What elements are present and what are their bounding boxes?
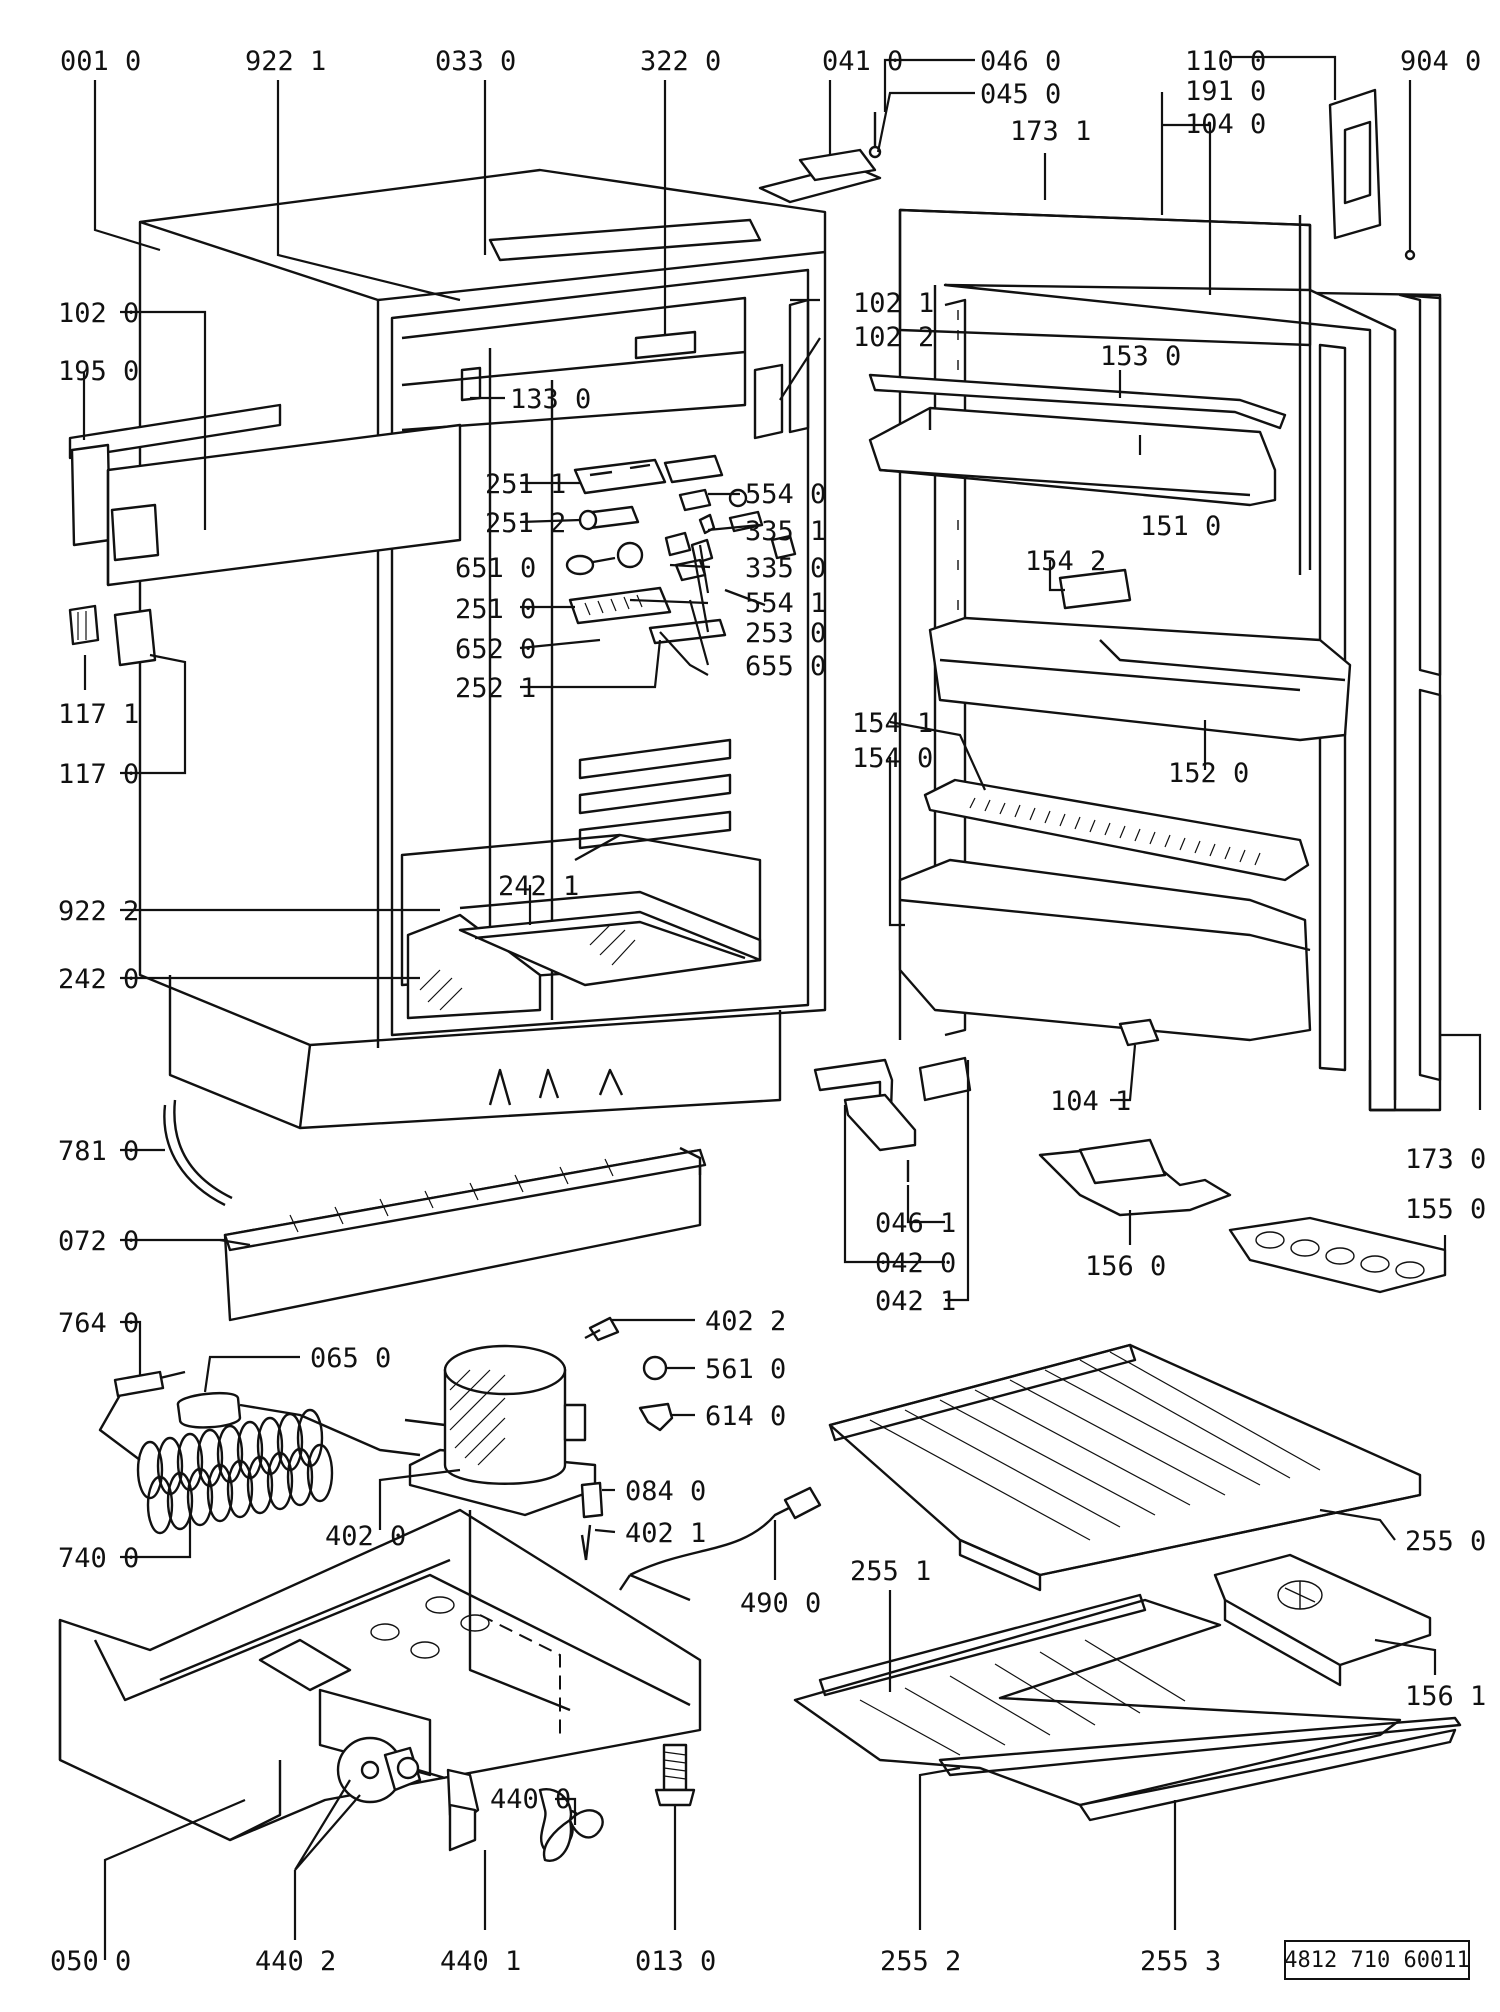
part-label-242-0: 242 0 bbox=[58, 964, 139, 995]
leader-lines bbox=[82, 55, 1482, 1960]
part-label-041-0: 041 0 bbox=[822, 46, 903, 77]
part-label-042-0: 042 0 bbox=[875, 1248, 956, 1279]
part-label-402-2: 402 2 bbox=[705, 1306, 786, 1337]
part-label-102-1: 102 1 bbox=[853, 288, 934, 319]
door bbox=[868, 208, 1442, 1112]
part-label-045-0: 045 0 bbox=[980, 79, 1061, 110]
part-label-561-0: 561 0 bbox=[705, 1354, 786, 1385]
part-label-173-1: 173 1 bbox=[1010, 116, 1091, 147]
part-label-402-0: 402 0 bbox=[325, 1521, 406, 1552]
part-label-740-0: 740 0 bbox=[58, 1543, 139, 1574]
part-label-151-0: 151 0 bbox=[1140, 511, 1221, 542]
part-label-013-0: 013 0 bbox=[635, 1946, 716, 1977]
part-label-614-0: 614 0 bbox=[705, 1401, 786, 1432]
part-label-102-0: 102 0 bbox=[58, 298, 139, 329]
part-label-117-0: 117 0 bbox=[58, 759, 139, 790]
part-label-156-0: 156 0 bbox=[1085, 1251, 1166, 1282]
part-label-554-0: 554 0 bbox=[745, 479, 826, 510]
part-label-402-1: 402 1 bbox=[625, 1518, 706, 1549]
part-label-252-1: 252 1 bbox=[455, 673, 536, 704]
part-label-153-0: 153 0 bbox=[1100, 341, 1181, 372]
part-label-154-2: 154 2 bbox=[1025, 546, 1106, 577]
part-label-655-0: 655 0 bbox=[745, 651, 826, 682]
part-label-440-1: 440 1 bbox=[440, 1946, 521, 1977]
part-label-335-1: 335 1 bbox=[745, 516, 826, 547]
part-label-922-1: 922 1 bbox=[245, 46, 326, 77]
part-label-117-1: 117 1 bbox=[58, 699, 139, 730]
part-label-255-1: 255 1 bbox=[850, 1556, 931, 1587]
part-label-764-0: 764 0 bbox=[58, 1308, 139, 1339]
part-label-781-0: 781 0 bbox=[58, 1136, 139, 1167]
part-label-104-1: 104 1 bbox=[1050, 1086, 1131, 1117]
part-label-242-1: 242 1 bbox=[498, 871, 579, 902]
ice-tray bbox=[1213, 1553, 1432, 1687]
part-label-251-0: 251 0 bbox=[455, 594, 536, 625]
part-label-156-1: 156 1 bbox=[1405, 1681, 1486, 1712]
door-gasket-and-hinge bbox=[758, 88, 1416, 570]
part-label-490-0: 490 0 bbox=[740, 1588, 821, 1619]
part-label-440-2: 440 2 bbox=[255, 1946, 336, 1977]
document-reference-number: 4812 710 60011 bbox=[1284, 1947, 1470, 1973]
part-label-065-0: 065 0 bbox=[310, 1343, 391, 1374]
part-label-322-0: 322 0 bbox=[640, 46, 721, 77]
part-label-253-0: 253 0 bbox=[745, 618, 826, 649]
part-label-191-0: 191 0 bbox=[1185, 76, 1266, 107]
document-reference-box: 4812 710 60011 bbox=[1284, 1940, 1470, 1980]
part-label-072-0: 072 0 bbox=[58, 1226, 139, 1257]
part-label-001-0: 001 0 bbox=[60, 46, 141, 77]
part-label-155-0: 155 0 bbox=[1405, 1194, 1486, 1225]
bottom-hinge bbox=[813, 1056, 972, 1182]
part-labels: 001 0 922 1 033 0 322 0 041 0 046 0 045 … bbox=[50, 46, 1486, 1977]
cabinet-body bbox=[138, 168, 827, 1130]
part-label-440-0: 440 0 bbox=[490, 1784, 571, 1815]
part-label-050-0: 050 0 bbox=[50, 1946, 131, 1977]
part-label-042-1: 042 1 bbox=[875, 1286, 956, 1317]
part-label-251-2: 251 2 bbox=[485, 508, 566, 539]
part-label-154-1: 154 1 bbox=[852, 708, 933, 739]
part-label-651-0: 651 0 bbox=[455, 553, 536, 584]
part-label-922-2: 922 2 bbox=[58, 896, 139, 927]
part-label-255-3: 255 3 bbox=[1140, 1946, 1221, 1977]
part-label-033-0: 033 0 bbox=[435, 46, 516, 77]
base-frame bbox=[58, 1508, 702, 1862]
part-label-554-1: 554 1 bbox=[745, 588, 826, 619]
handle-parts bbox=[68, 403, 462, 667]
condenser-cover bbox=[219, 1146, 707, 1322]
part-label-173-0: 173 0 bbox=[1405, 1144, 1486, 1175]
part-label-084-0: 084 0 bbox=[625, 1476, 706, 1507]
part-label-046-0: 046 0 bbox=[980, 46, 1061, 77]
part-label-102-2: 102 2 bbox=[853, 322, 934, 353]
part-label-255-2: 255 2 bbox=[880, 1946, 961, 1977]
part-label-046-1: 046 1 bbox=[875, 1208, 956, 1239]
part-label-255-0: 255 0 bbox=[1405, 1526, 1486, 1557]
part-label-133-0: 133 0 bbox=[510, 384, 591, 415]
part-label-251-1: 251 1 bbox=[485, 469, 566, 500]
compressor-group bbox=[98, 1316, 822, 1602]
part-label-195-0: 195 0 bbox=[58, 356, 139, 387]
drain-hose bbox=[163, 1099, 233, 1207]
part-label-652-0: 652 0 bbox=[455, 634, 536, 665]
part-label-904-0: 904 0 bbox=[1400, 46, 1481, 77]
part-label-154-0: 154 0 bbox=[852, 743, 933, 774]
glass-shelves bbox=[793, 1343, 1462, 1822]
part-label-335-0: 335 0 bbox=[745, 553, 826, 584]
part-label-110-0: 110 0 bbox=[1185, 46, 1266, 77]
part-label-104-0: 104 0 bbox=[1185, 109, 1266, 140]
part-label-152-0: 152 0 bbox=[1168, 758, 1249, 789]
door-accessories bbox=[1038, 1138, 1447, 1294]
